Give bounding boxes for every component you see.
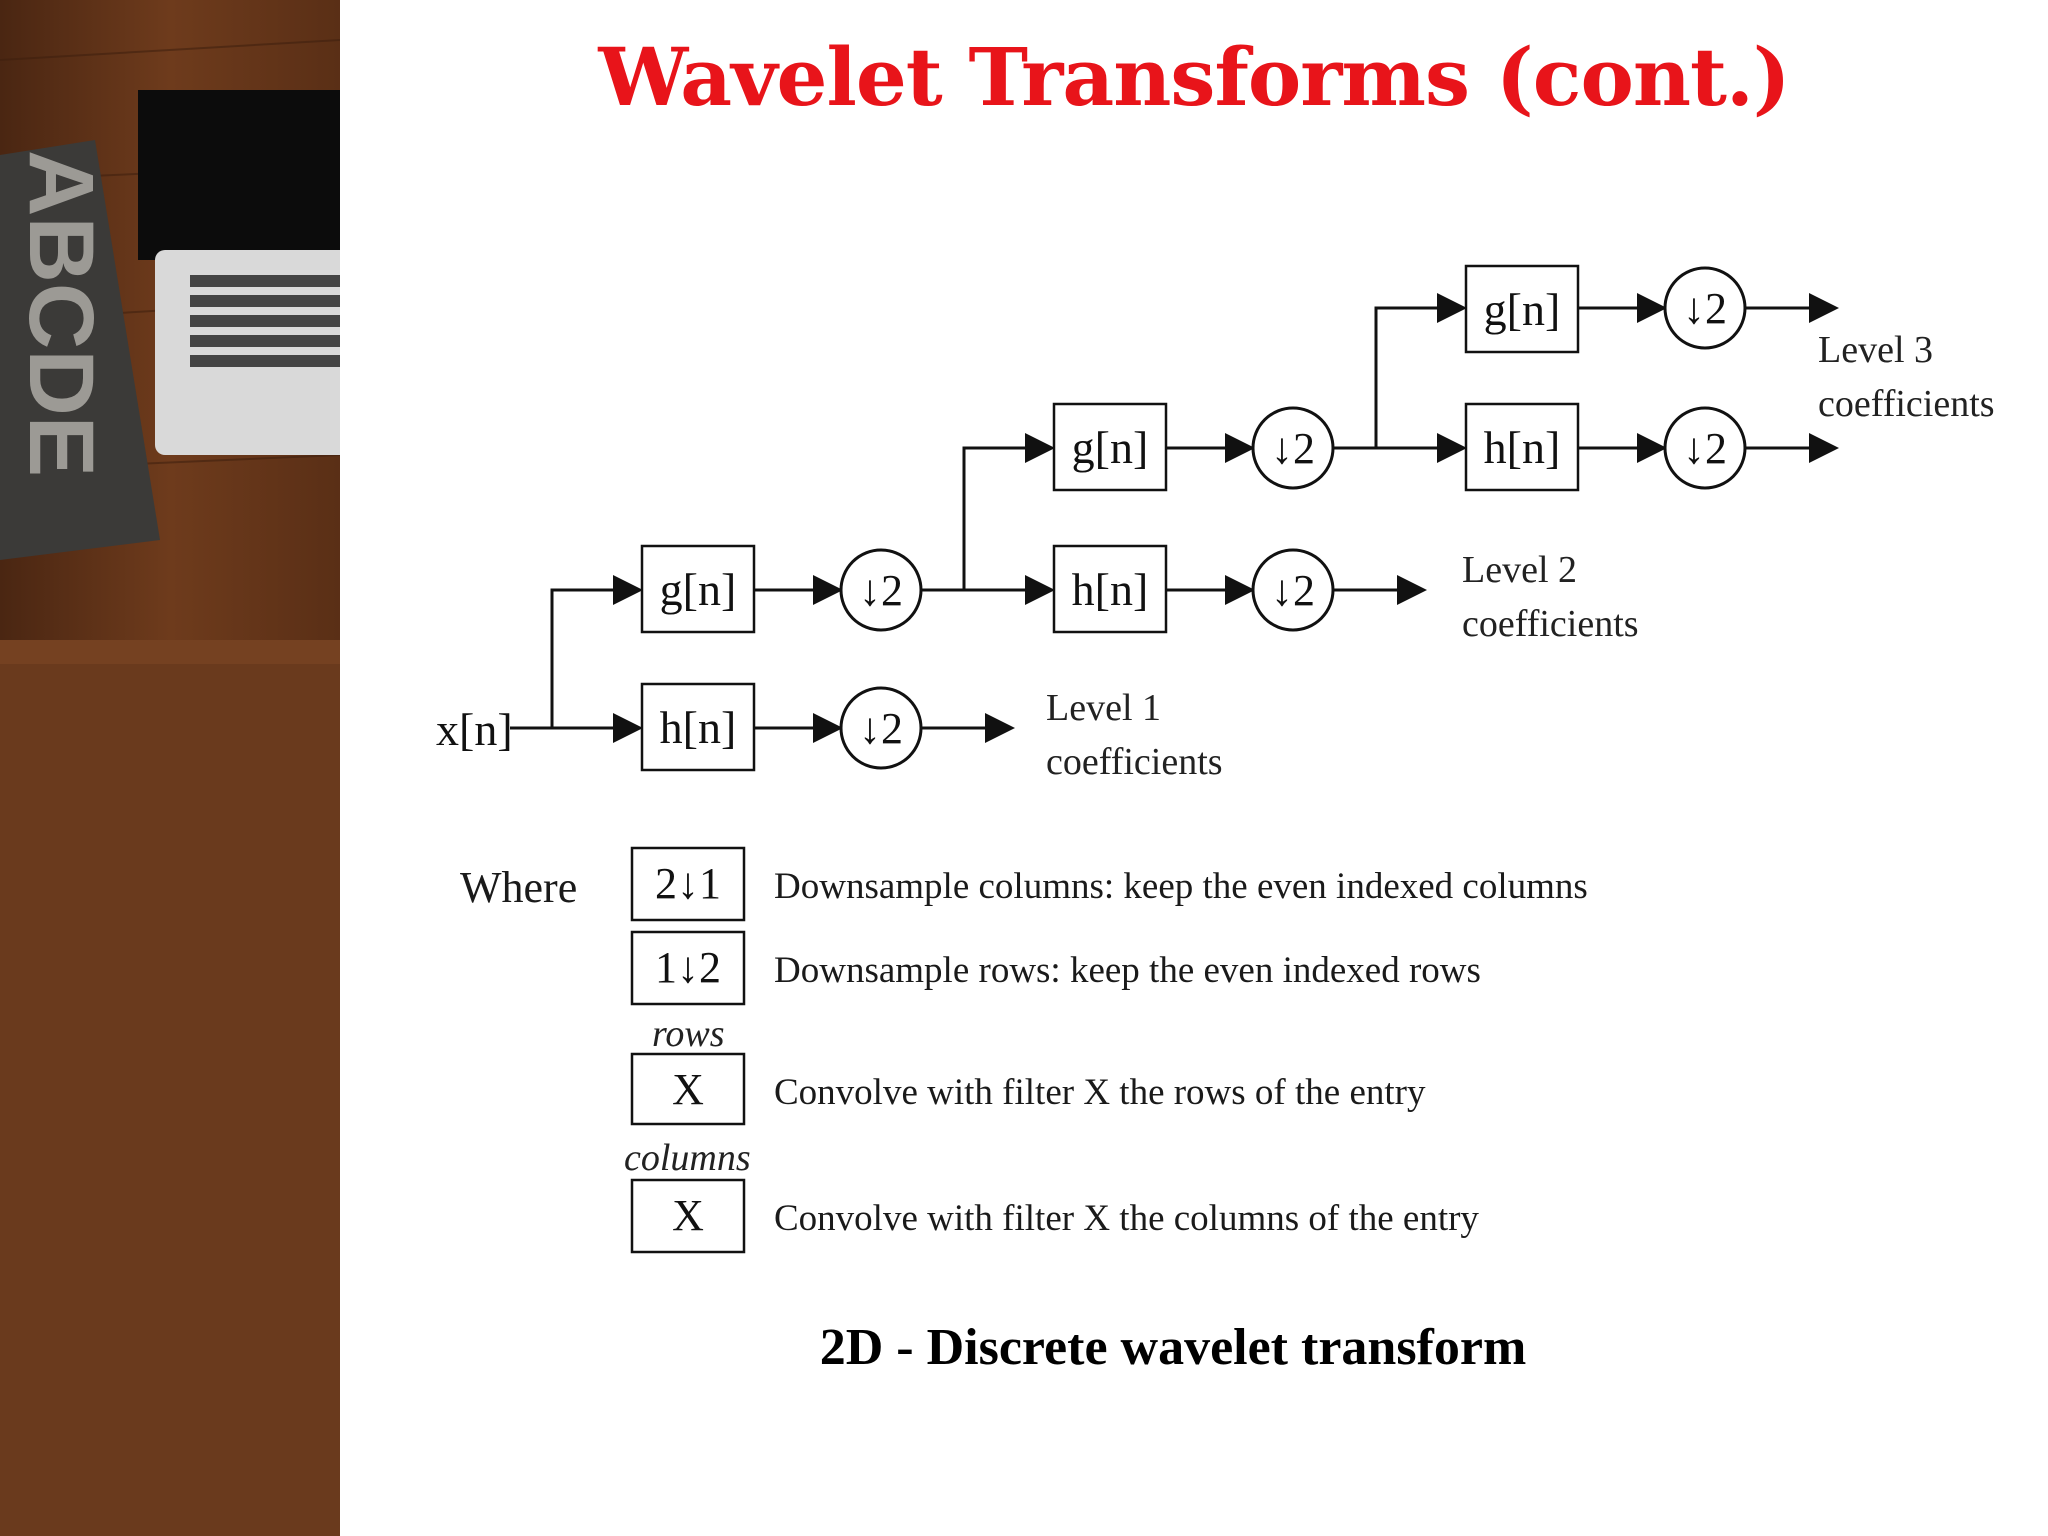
desk-photo-illustration: ABCDE xyxy=(0,0,340,1536)
svg-text:h[n]: h[n] xyxy=(1072,564,1149,615)
legend-symbol: 2↓1 xyxy=(655,859,721,908)
svg-text:Level 2: Level 2 xyxy=(1462,549,1577,591)
legend-item-convolve-columns: columns X Convolve with filter X the col… xyxy=(624,1137,1479,1254)
svg-text:h[n]: h[n] xyxy=(660,702,737,753)
svg-text:↓2: ↓2 xyxy=(1683,284,1727,333)
level3-coefficients-label: Level 3 coefficients xyxy=(1818,329,1995,425)
svg-text:coefficients: coefficients xyxy=(1462,603,1639,645)
svg-text:coefficients: coefficients xyxy=(1046,741,1223,783)
svg-text:h[n]: h[n] xyxy=(1484,422,1561,473)
input-label: x[n] xyxy=(436,704,513,755)
downsample-node-h-level3: ↓2 xyxy=(1663,406,1747,490)
filter-box-g-level2: g[n] xyxy=(1052,402,1168,492)
legend-text: Downsample columns: keep the even indexe… xyxy=(774,866,1588,907)
legend-item-downsample-rows: 1↓2 Downsample rows: keep the even index… xyxy=(630,930,1481,1006)
sidebar-photo: ABCDE xyxy=(0,0,340,1536)
svg-text:g[n]: g[n] xyxy=(1484,284,1561,335)
legend-symbol: 1↓2 xyxy=(655,943,721,992)
legend-tag: columns xyxy=(624,1137,751,1179)
filter-box-g-level1: g[n] xyxy=(640,544,756,634)
signal-wires xyxy=(510,293,1839,743)
svg-text:↓2: ↓2 xyxy=(1271,566,1315,615)
legend-item-convolve-rows: rows X Convolve with filter X the rows o… xyxy=(630,1013,1426,1126)
laptop-screen xyxy=(138,90,340,260)
legend-item-downsample-columns: 2↓1 Downsample columns: keep the even in… xyxy=(630,846,1588,922)
pillow xyxy=(0,140,160,560)
level1-coefficients-label: Level 1 coefficients xyxy=(1046,687,1223,783)
svg-text:↓2: ↓2 xyxy=(859,566,903,615)
svg-text:↓2: ↓2 xyxy=(859,704,903,753)
level2-coefficients-label: Level 2 coefficients xyxy=(1462,549,1639,645)
filter-box-h-level3: h[n] xyxy=(1464,402,1580,492)
svg-text:↓2: ↓2 xyxy=(1271,424,1315,473)
filter-box-g-level3: g[n] xyxy=(1464,264,1580,354)
legend-text: Convolve with filter X the columns of th… xyxy=(774,1198,1479,1239)
legend-text: Downsample rows: keep the even indexed r… xyxy=(774,950,1481,991)
filter-box-h-level1: h[n] xyxy=(640,682,756,772)
downsample-node-g-level2: ↓2 xyxy=(1251,406,1335,490)
legend-tag: rows xyxy=(652,1013,725,1055)
downsample-node-g-level1: ↓2 xyxy=(839,548,923,632)
page-title: Wavelet Transforms (cont.) xyxy=(598,30,1790,124)
legend-where-label: Where xyxy=(460,863,577,912)
svg-text:coefficients: coefficients xyxy=(1818,383,1995,425)
legend-symbol: X xyxy=(672,1065,704,1114)
diagram-caption: 2D - Discrete wavelet transform xyxy=(820,1319,1527,1376)
legend-symbol: X xyxy=(672,1191,704,1240)
downsample-node-h-level1: ↓2 xyxy=(839,686,923,770)
svg-text:g[n]: g[n] xyxy=(1072,422,1149,473)
downsample-node-g-level3: ↓2 xyxy=(1663,266,1747,350)
svg-text:Level 1: Level 1 xyxy=(1046,687,1161,729)
downsample-node-h-level2: ↓2 xyxy=(1251,548,1335,632)
pillow-letters: ABCDE xyxy=(10,150,112,477)
legend-text: Convolve with filter X the rows of the e… xyxy=(774,1072,1426,1113)
svg-text:Level 3: Level 3 xyxy=(1818,329,1933,371)
svg-text:↓2: ↓2 xyxy=(1683,424,1727,473)
filter-box-h-level2: h[n] xyxy=(1052,544,1168,634)
svg-text:g[n]: g[n] xyxy=(660,564,737,615)
